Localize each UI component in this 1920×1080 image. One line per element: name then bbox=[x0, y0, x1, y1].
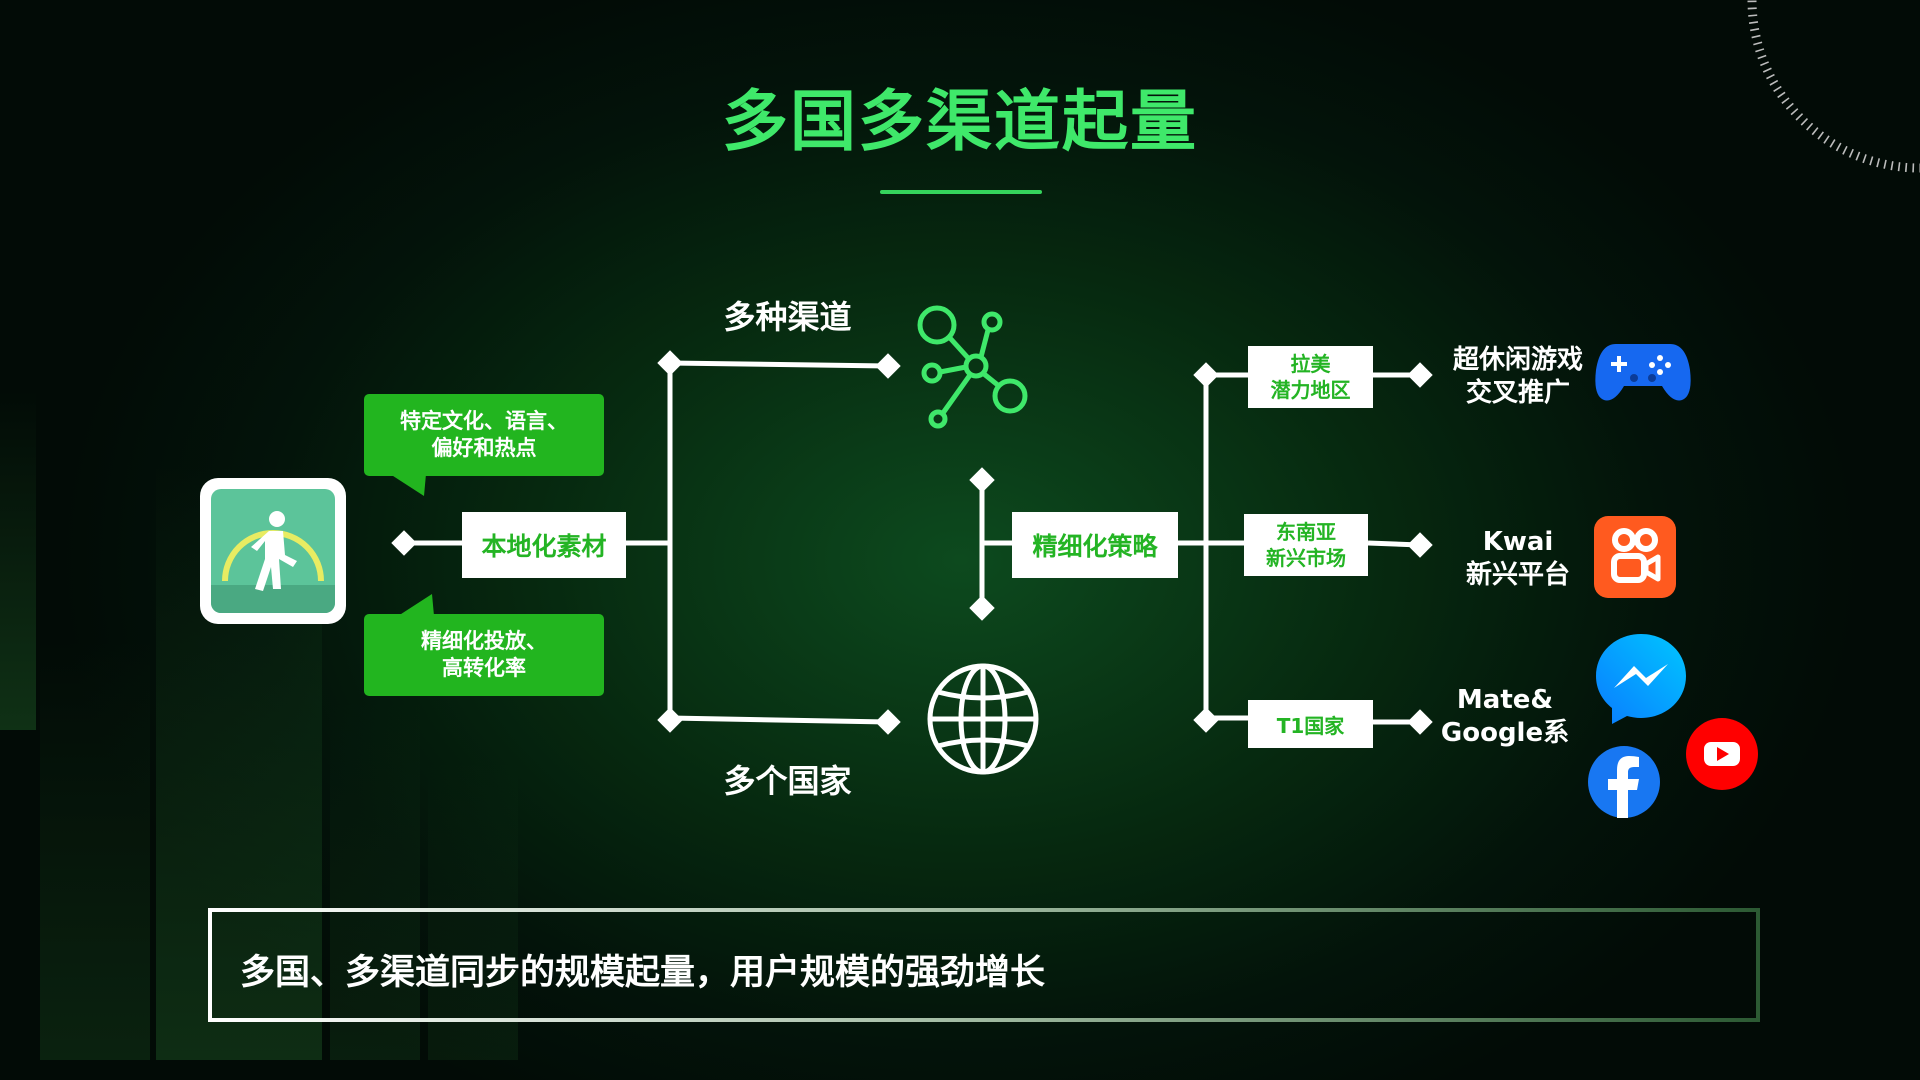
messenger-icon bbox=[1596, 634, 1686, 724]
connector-diamond bbox=[657, 350, 683, 376]
channels-label: 多种渠道 bbox=[723, 298, 852, 336]
background-bar bbox=[0, 390, 36, 730]
callout-bottom: 精细化投放、高转化率 bbox=[364, 614, 604, 696]
callout-top: 特定文化、语言、偏好和热点 bbox=[364, 394, 604, 476]
callout-top-line-1: 特定文化、语言、 bbox=[400, 409, 568, 433]
platform-hypercasual-line-2: 交叉推广 bbox=[1465, 378, 1570, 408]
region-sea-line-2: 新兴市场 bbox=[1266, 546, 1346, 570]
callout-top-line-2: 偏好和热点 bbox=[431, 436, 537, 460]
callout-bottom-line-1: 精细化投放、 bbox=[421, 629, 547, 653]
kwai-icon bbox=[1594, 516, 1676, 598]
platform-kwai-text: Kwai 新兴平台 bbox=[1440, 526, 1596, 592]
countries-label: 多个国家 bbox=[723, 762, 852, 800]
title-underline bbox=[880, 190, 1042, 194]
page-title: 多国多渠道起量 bbox=[722, 83, 1198, 160]
walking-person-icon bbox=[211, 489, 335, 613]
connector-diamond bbox=[969, 595, 995, 621]
platform-kwai-line-1: Kwai bbox=[1482, 527, 1554, 557]
region-t1-label: T1国家 bbox=[1248, 700, 1373, 748]
connector-diamond bbox=[391, 530, 417, 556]
region-sea-line-1: 东南亚 bbox=[1276, 520, 1336, 544]
connector-diamond bbox=[875, 709, 901, 735]
platform-kwai-line-2: 新兴平台 bbox=[1465, 560, 1570, 590]
connector-diamond bbox=[1407, 709, 1433, 735]
summary-text: 多国、多渠道同步的规模起量，用户规模的强劲增长 bbox=[240, 953, 1046, 993]
callout-bottom-pointer bbox=[398, 594, 434, 616]
network-nodes-icon bbox=[917, 305, 1028, 429]
connector-diamond bbox=[875, 353, 901, 379]
connector-diamond bbox=[1407, 362, 1433, 388]
platform-hypercasual-line-1: 超休闲游戏 bbox=[1452, 345, 1583, 375]
connector-diamond bbox=[1193, 362, 1219, 388]
connector-diamond bbox=[657, 707, 683, 733]
callout-bottom-line-2: 高转化率 bbox=[442, 656, 526, 680]
youtube-icon bbox=[1686, 718, 1758, 790]
gamepad-icon bbox=[1595, 344, 1691, 401]
facebook-icon bbox=[1588, 746, 1660, 818]
region-latam-line-1: 拉美 bbox=[1290, 352, 1331, 376]
connector-diamond bbox=[969, 467, 995, 493]
app-icon[interactable] bbox=[200, 478, 346, 624]
connector-diamond bbox=[1407, 532, 1433, 558]
region-sea-label: 东南亚新兴市场 bbox=[1244, 514, 1368, 576]
summary-box bbox=[208, 908, 1760, 1022]
region-latam-label: 拉美潜力地区 bbox=[1248, 346, 1373, 408]
platform-hypercasual-text: 超休闲游戏 交叉推广 bbox=[1440, 344, 1596, 410]
platform-meta-google-line-2: Google系 bbox=[1440, 718, 1570, 748]
localized-material-label: 本地化素材 bbox=[462, 512, 626, 578]
fine-strategy-label: 精细化策略 bbox=[1012, 512, 1178, 578]
globe-icon bbox=[927, 663, 1039, 775]
platform-meta-google-text: Mate& Google系 bbox=[1430, 684, 1580, 750]
region-latam-line-2: 潜力地区 bbox=[1270, 378, 1351, 402]
background-bar bbox=[40, 640, 150, 1060]
platform-meta-google-line-1: Mate& bbox=[1456, 685, 1554, 715]
connector-diamond bbox=[1193, 707, 1219, 733]
callout-top-pointer bbox=[390, 474, 426, 496]
